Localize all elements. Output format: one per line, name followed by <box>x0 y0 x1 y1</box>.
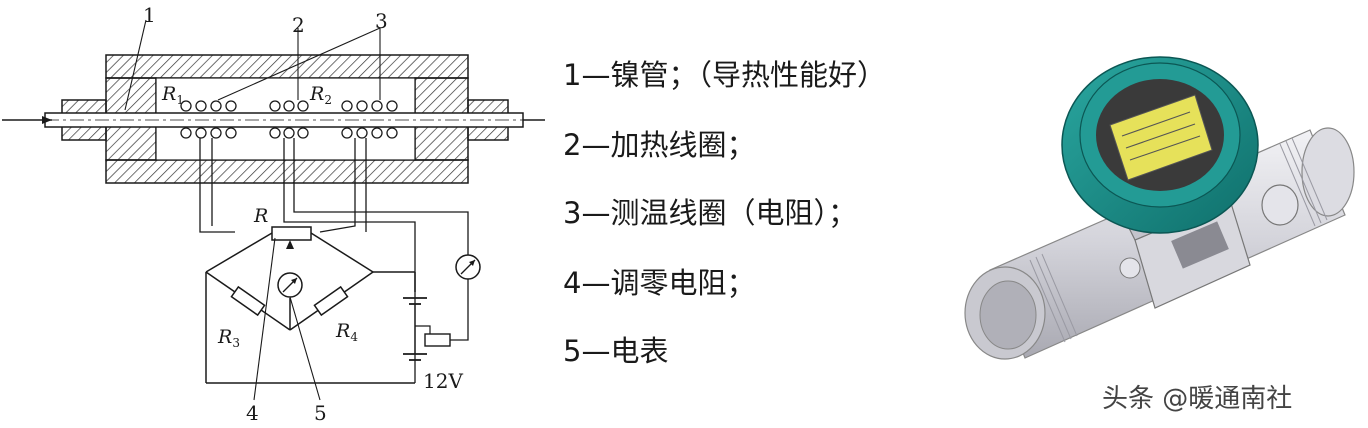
legend-item-1: 1—镍管；（导热性能好） <box>563 58 886 92</box>
coil-r2-bottom <box>341 127 398 139</box>
zero-resistor-r <box>271 226 312 241</box>
coil-heater-bottom <box>269 127 309 139</box>
housing-bottom <box>105 159 469 184</box>
coil-heater-top <box>269 100 309 112</box>
lcd-display <box>1109 94 1213 181</box>
flow-arrow <box>42 116 52 124</box>
label-r2: R2 <box>309 83 332 107</box>
legend-item-4: 4—调零电阻； <box>563 266 756 300</box>
housing-top <box>105 54 469 79</box>
resistor-r3 <box>230 285 266 317</box>
flowmeter-illustration <box>964 56 1355 360</box>
callout-3: 3 <box>375 9 388 33</box>
callout-1: 1 <box>143 3 156 27</box>
label-r4: R4 <box>335 320 358 344</box>
coil-r1-top <box>180 100 237 112</box>
callout-5: 5 <box>314 401 327 425</box>
watermark: 头条 @暖通南社 <box>1102 384 1293 414</box>
label-voltage: 12V <box>423 369 463 393</box>
callout-4: 4 <box>246 401 259 425</box>
bridge-circuit <box>205 232 416 384</box>
resistor-r4 <box>313 285 349 317</box>
coil-r1-bottom <box>180 127 237 139</box>
legend-item-2: 2—加热线圈； <box>563 128 756 162</box>
label-r3: R3 <box>217 326 240 350</box>
legend-item-3: 3—测温线圈（电阻）； <box>563 196 857 230</box>
label-r: R <box>253 205 268 227</box>
display-cap <box>1061 56 1259 234</box>
legend-item-5: 5—电表 <box>563 334 669 368</box>
callout-2: 2 <box>292 13 305 37</box>
thermal-flowmeter-diagram: 1 2 3 4 5 R1 R2 R R3 R4 12V <box>2 3 545 425</box>
coil-r2-top <box>341 100 398 112</box>
label-r1: R1 <box>161 83 184 107</box>
rheostat <box>424 333 451 347</box>
